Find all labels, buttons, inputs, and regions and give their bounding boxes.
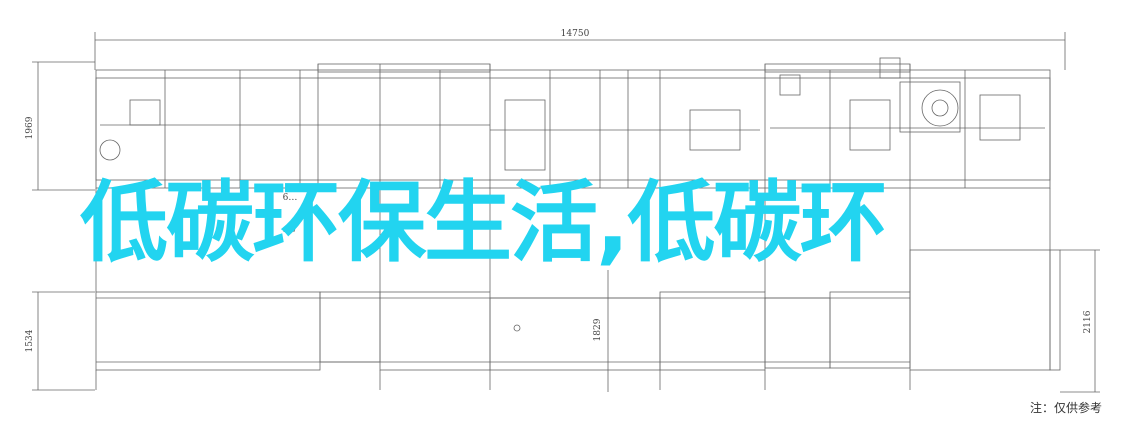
dim-left-height-bottom: 1534 bbox=[25, 329, 35, 352]
note-text: 注：仅供参考 bbox=[1029, 401, 1102, 415]
overlay-title: 低碳环保生活,低碳环 bbox=[80, 171, 887, 274]
dim-right-height: 2116 bbox=[1083, 310, 1093, 333]
dim-overall-length: 14750 bbox=[561, 29, 590, 39]
dim-middle-label-2: …7 bbox=[283, 225, 298, 235]
dim-center-height: 1829 bbox=[593, 318, 603, 341]
dim-middle-label-1: 6… bbox=[283, 193, 298, 203]
dim-left-height-top: 1969 bbox=[25, 116, 35, 139]
